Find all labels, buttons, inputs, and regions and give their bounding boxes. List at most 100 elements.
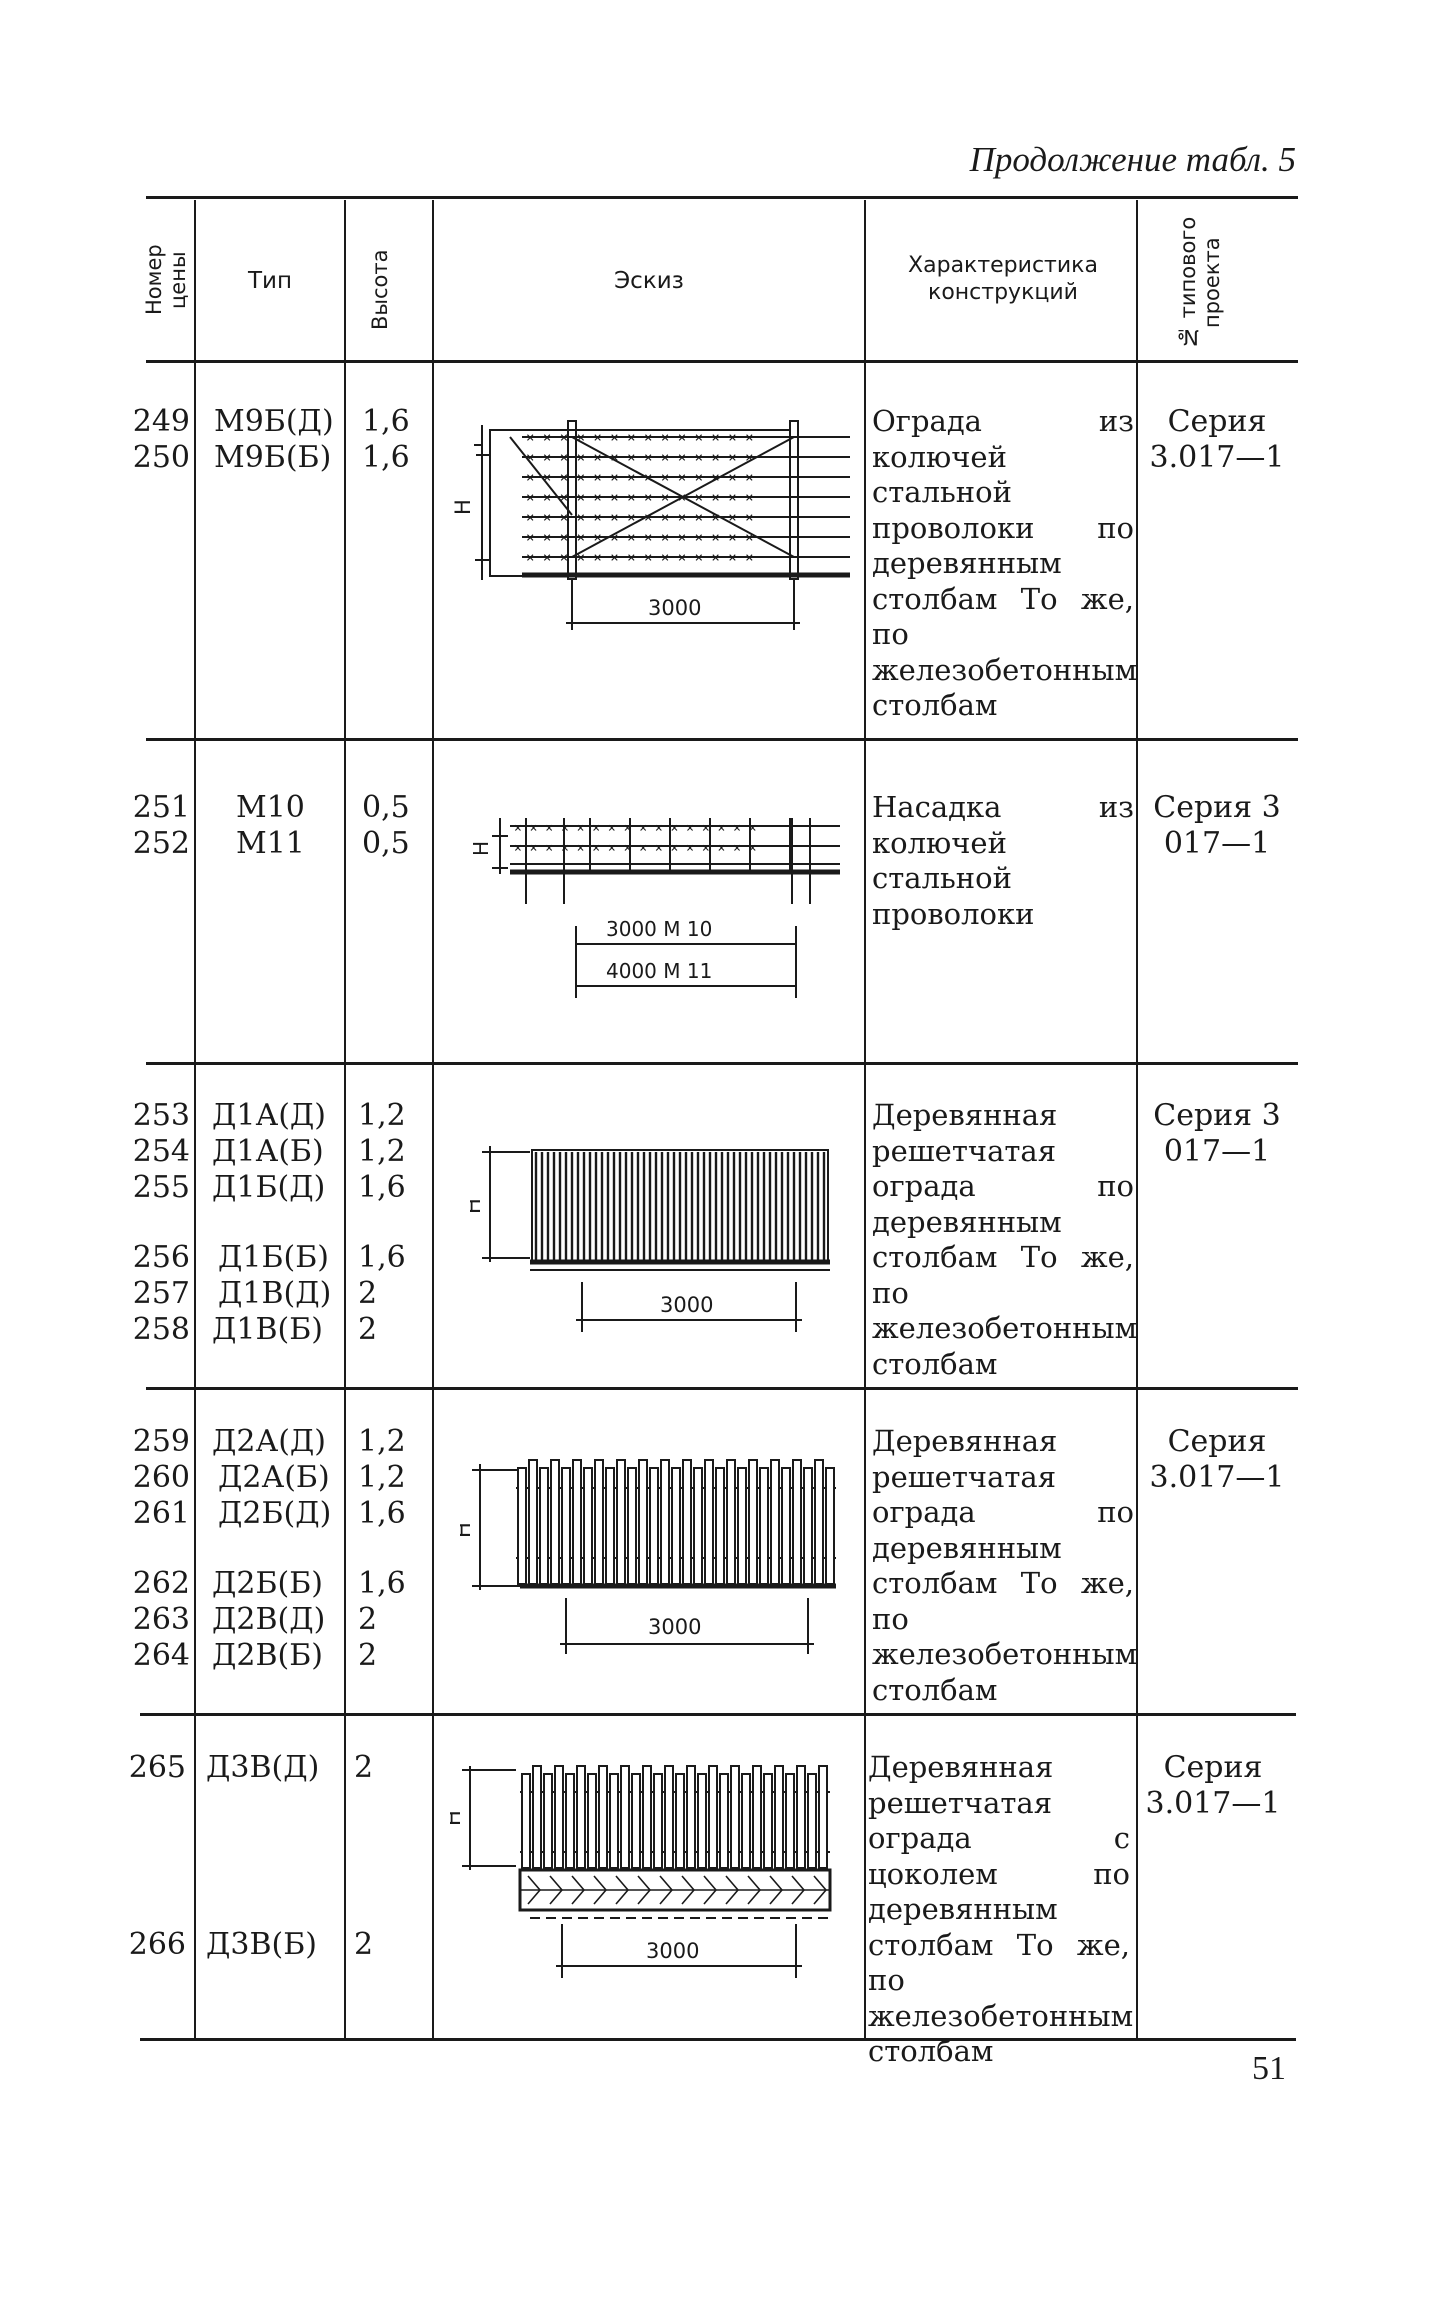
type-code: Д3В(Б) bbox=[206, 1927, 317, 1962]
type-code: Д2Б(Б) bbox=[212, 1566, 323, 1601]
height-value: 1,6 bbox=[362, 404, 410, 439]
sketch-h-label: Н bbox=[450, 1810, 465, 1826]
sketch-wooden-fence-with-plinth: Н 3000 bbox=[450, 1765, 832, 1978]
sketch-dimension: 3000 bbox=[646, 1939, 699, 1963]
page-number: 51 bbox=[1252, 2050, 1286, 2087]
sketch-h-label: Н bbox=[460, 1522, 475, 1538]
header-project: № типового проекта bbox=[1176, 216, 1225, 349]
height-value: 2 bbox=[354, 1750, 374, 1785]
price-number: 260 bbox=[132, 1460, 190, 1495]
price-number: 255 bbox=[132, 1170, 190, 1205]
svg-text:× × × × × × × × × ×: × × × × × × × × × × × × × × bbox=[526, 450, 754, 466]
sketch-wooden-lattice-fence: Н 3000 bbox=[470, 1146, 830, 1332]
col-rule-3 bbox=[432, 200, 434, 2038]
series-number: Серия 3 017—1 bbox=[1153, 1098, 1281, 1169]
type-code: Д2А(Б) bbox=[218, 1460, 330, 1495]
type-code: М11 bbox=[236, 826, 305, 861]
type-code: Д1А(Б) bbox=[212, 1134, 324, 1169]
type-code: Д3В(Д) bbox=[206, 1750, 320, 1785]
price-number: 265 bbox=[128, 1750, 186, 1785]
height-value: 1,2 bbox=[358, 1134, 406, 1169]
header-sketch: Эскиз bbox=[614, 268, 684, 294]
characteristic-text: Ограда из колючей стальной проволоки по … bbox=[872, 404, 1138, 722]
price-number: 257 bbox=[132, 1276, 190, 1311]
row-divider-3 bbox=[146, 1387, 1298, 1390]
price-number: 259 bbox=[132, 1424, 190, 1459]
sketch-h-label: Н bbox=[451, 499, 475, 515]
sketch-dimension: 3000 М 10 bbox=[606, 917, 712, 941]
svg-text:× × × × × × × × × ×: × × × × × × × × × × × × × × bbox=[526, 430, 754, 446]
height-value: 0,5 bbox=[362, 790, 410, 825]
type-code: Д2Б(Д) bbox=[218, 1496, 332, 1531]
height-value: 1,2 bbox=[358, 1460, 406, 1495]
price-number: 256 bbox=[132, 1240, 190, 1275]
type-code: М10 bbox=[236, 790, 305, 825]
height-value: 1,2 bbox=[358, 1424, 406, 1459]
sketch-wooden-picket-fence: Н 3000 bbox=[460, 1459, 836, 1654]
col-rule-4 bbox=[864, 200, 866, 2038]
continuation-title: Продолжение табл. 5 bbox=[969, 140, 1296, 179]
col-rule-5 bbox=[1136, 200, 1138, 2038]
series-number: Серия 3.017—1 bbox=[1149, 1424, 1285, 1495]
row-divider-1 bbox=[146, 738, 1298, 741]
header-type: Тип bbox=[247, 268, 293, 294]
type-code: Д2А(Д) bbox=[212, 1424, 326, 1459]
type-code: Д1В(Д) bbox=[218, 1276, 332, 1311]
sketch-dimension: 4000 М 11 bbox=[606, 959, 712, 983]
type-code: Д2В(Д) bbox=[212, 1602, 326, 1637]
table-bottom-rule bbox=[140, 2038, 1296, 2041]
height-value: 1,6 bbox=[362, 440, 410, 475]
height-value: 1,2 bbox=[358, 1098, 406, 1133]
svg-text:× × × × × × × × × ×: × × × × × × × × × × × × × × bbox=[526, 470, 754, 486]
svg-text:× × × × × × × × × ×: × × × × × × × × × × × × × × bbox=[526, 550, 754, 566]
sketch-dimension: 3000 bbox=[648, 1615, 701, 1639]
height-value: 2 bbox=[358, 1276, 378, 1311]
sketch-dimension: 3000 bbox=[660, 1293, 713, 1317]
type-code: М9Б(Б) bbox=[214, 440, 332, 475]
type-code: Д1В(Б) bbox=[212, 1312, 323, 1347]
sketch-h-label: Н bbox=[470, 841, 493, 856]
row-divider-2 bbox=[146, 1062, 1298, 1065]
height-value: 2 bbox=[354, 1927, 374, 1962]
price-number: 249 bbox=[132, 404, 190, 439]
col-rule-2 bbox=[344, 200, 346, 2038]
header-characteristic: Характеристика конструкций bbox=[908, 253, 1098, 305]
characteristic-text: Деревянная решетчатая ограда по деревянн… bbox=[872, 1098, 1138, 1381]
svg-text:× × × × × × × × × ×: × × × × × × × × × × × × × × bbox=[526, 510, 754, 526]
sketch-h-label: Н bbox=[470, 1198, 485, 1214]
sketch-barbed-wire-topping: Н 3000 М 10 4000 М 11 × × × × × × × × × … bbox=[470, 818, 840, 998]
type-code: М9Б(Д) bbox=[214, 404, 334, 439]
price-number: 252 bbox=[132, 826, 190, 861]
type-code: Д1Б(Д) bbox=[212, 1170, 326, 1205]
price-number: 266 bbox=[128, 1927, 186, 1962]
svg-text:× × × × × × × × × ×: × × × × × × × × × × × × × × bbox=[526, 490, 754, 506]
price-number: 254 bbox=[132, 1134, 190, 1169]
header-bottom-rule bbox=[146, 360, 1298, 363]
price-number: 264 bbox=[132, 1638, 190, 1673]
svg-text:× × × × × × × × × ×: × × × × × × × × × × × × × × × × bbox=[514, 841, 757, 856]
type-code: Д1Б(Б) bbox=[218, 1240, 329, 1275]
height-value: 1,6 bbox=[358, 1170, 406, 1205]
sketch-dimension: 3000 bbox=[648, 596, 701, 620]
series-number: Серия 3.017—1 bbox=[1149, 404, 1285, 475]
characteristic-text: Деревянная решетчатая ограда по деревянн… bbox=[872, 1424, 1138, 1707]
characteristic-text: Насадка из колючей стальной проволоки bbox=[872, 790, 1134, 931]
height-value: 1,6 bbox=[358, 1496, 406, 1531]
characteristic-text: Деревянная решетчатая ограда с цоколем п… bbox=[868, 1750, 1134, 2068]
price-number: 250 bbox=[132, 440, 190, 475]
height-value: 2 bbox=[358, 1638, 378, 1673]
price-number: 253 bbox=[132, 1098, 190, 1133]
height-value: 2 bbox=[358, 1602, 378, 1637]
svg-text:× × × × × × × × × ×: × × × × × × × × × × × × × × bbox=[526, 530, 754, 546]
price-number: 258 bbox=[132, 1312, 190, 1347]
col-rule-1 bbox=[194, 200, 196, 2038]
height-value: 2 bbox=[358, 1312, 378, 1347]
table-top-rule bbox=[146, 196, 1298, 199]
row-divider-4 bbox=[140, 1713, 1296, 1716]
header-price-no: Номер цены bbox=[142, 244, 191, 316]
price-number: 263 bbox=[132, 1602, 190, 1637]
header-height: Высота bbox=[368, 249, 392, 331]
sketch-barbed-wire-fence: Н 3000 × × × × × × × × × × × × × × × × ×… bbox=[451, 420, 850, 630]
price-number: 262 bbox=[132, 1566, 190, 1601]
price-number: 261 bbox=[132, 1496, 190, 1531]
